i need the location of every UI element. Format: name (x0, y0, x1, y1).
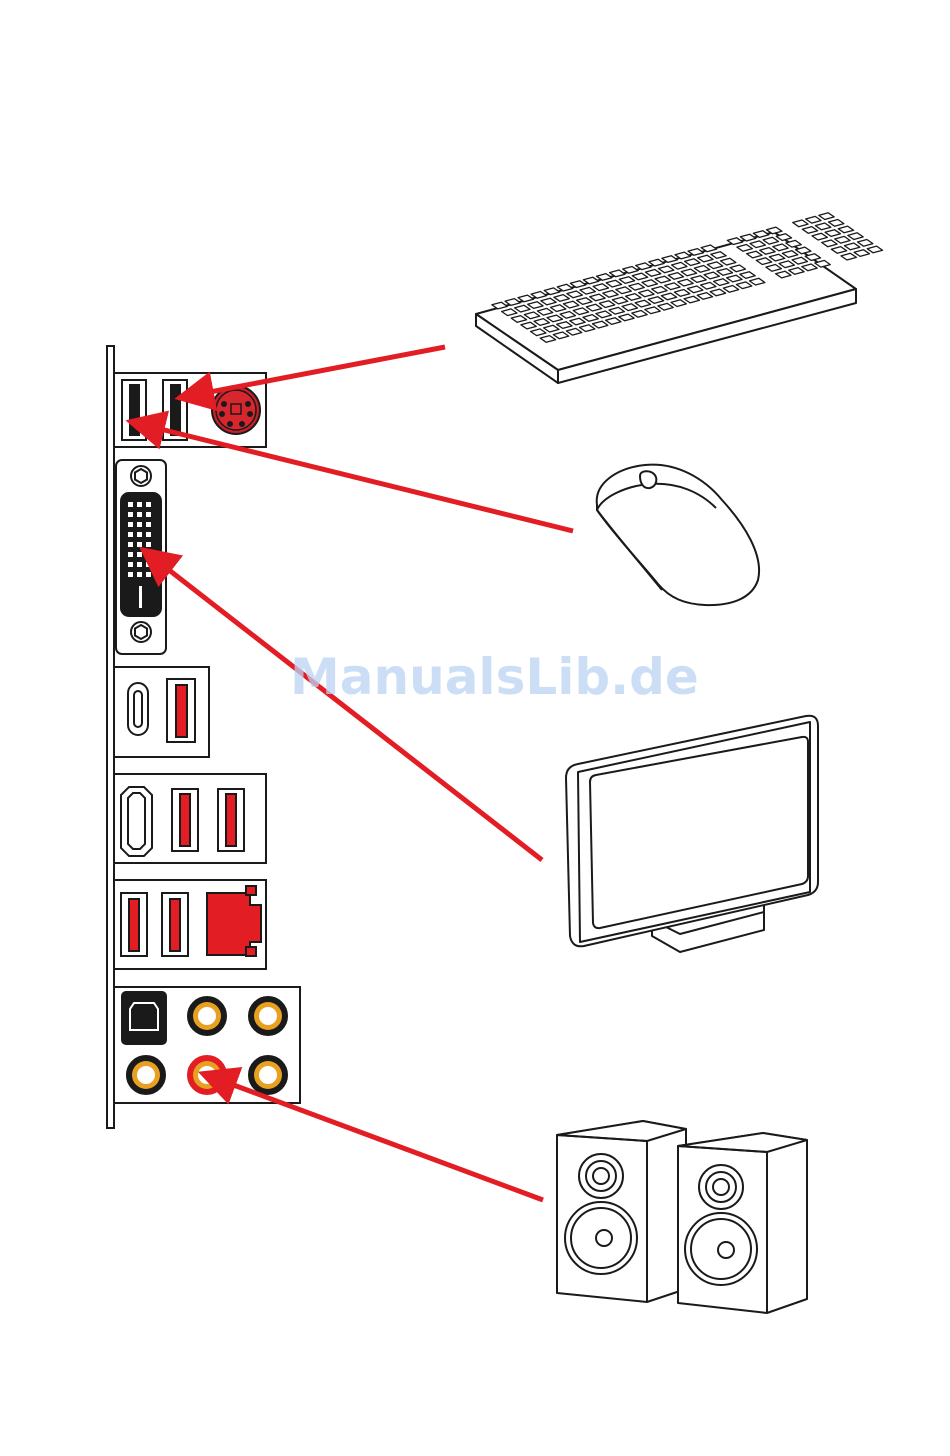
keyboard-key (848, 233, 863, 240)
audio-jack-line-out (188, 1056, 226, 1094)
dvi-pin (146, 522, 151, 527)
dvi-pin (146, 502, 151, 507)
dvi-pin (137, 572, 142, 577)
keyboard-key (831, 247, 846, 254)
usbc-group (114, 667, 209, 757)
arrow-mouse-to-usb (140, 424, 573, 531)
io-panel (107, 346, 300, 1128)
dvi-pin (146, 562, 151, 567)
keyboard-icon (476, 213, 883, 383)
keyboard-key (806, 216, 821, 223)
usb-a-red-port-3 (218, 789, 244, 851)
keyboard-key (841, 253, 856, 260)
keyboard-key (812, 233, 827, 240)
speaker-right (678, 1133, 807, 1313)
keyboard-key (854, 250, 869, 257)
audio-jack-5 (249, 1056, 287, 1094)
dvi-pin (146, 512, 151, 517)
dvi-pin (128, 562, 133, 567)
dvi-pin (137, 552, 142, 557)
dvi-pin (146, 532, 151, 537)
dvi-pin (146, 552, 151, 557)
dvi-pin (137, 502, 142, 507)
keyboard-key (825, 230, 840, 237)
dvi-pin (128, 532, 133, 537)
keyboard-key (793, 220, 808, 227)
dvi-pin (128, 542, 133, 547)
dvi-port (121, 493, 161, 616)
audio-jack-3 (127, 1056, 165, 1094)
keyboard-key (822, 240, 837, 247)
usb-a-port-1 (122, 380, 146, 440)
dvi-pin (137, 512, 142, 517)
monitor-icon (566, 716, 818, 952)
keyboard-key (844, 243, 859, 250)
dvi-screw-bottom (131, 622, 151, 642)
audio-jack-2 (249, 997, 287, 1035)
dvi-pin (137, 562, 142, 567)
usb-a-red-port-1 (167, 679, 195, 742)
dvi-pin (137, 542, 142, 547)
dvi-group (116, 460, 166, 654)
audio-group (114, 987, 300, 1103)
dvi-pin (146, 572, 151, 577)
usb-c-port (128, 683, 148, 735)
arrow-speakers-to-line-out (212, 1077, 543, 1200)
usb-a-red-port-5 (162, 893, 188, 956)
ps2-port (212, 386, 260, 434)
dvi-pin (137, 522, 142, 527)
dvi-pin (146, 542, 151, 547)
keyboard-key (802, 227, 817, 234)
dvi-screw-top (131, 466, 151, 486)
mouse-icon (597, 465, 759, 605)
keyboard-key (858, 240, 873, 247)
lan-group (114, 880, 266, 969)
watermark-text: ManualsLib.de (290, 648, 670, 706)
keyboard-key (838, 226, 853, 233)
keyboard-key (835, 236, 850, 243)
audio-jack-1 (188, 997, 226, 1035)
speakers-icon (557, 1121, 807, 1313)
dvi-pin (128, 522, 133, 527)
dvi-pin (128, 502, 133, 507)
dvi-pin (128, 512, 133, 517)
io-bracket (107, 346, 114, 1128)
keyboard-key (867, 246, 882, 253)
dvi-pin (128, 552, 133, 557)
keyboard-key (819, 213, 834, 220)
dvi-pin (137, 532, 142, 537)
dvi-pin (128, 572, 133, 577)
keyboard-key (829, 220, 844, 227)
usb-a-red-port-4 (121, 893, 147, 956)
keyboard-key (815, 223, 830, 230)
hdmi-port (121, 787, 152, 856)
speaker-left (557, 1121, 686, 1302)
arrow-keyboard-to-usb (189, 347, 445, 396)
usb-a-red-port-2 (172, 789, 198, 851)
hdmi-group (114, 774, 266, 863)
optical-spdif-port (122, 992, 166, 1044)
